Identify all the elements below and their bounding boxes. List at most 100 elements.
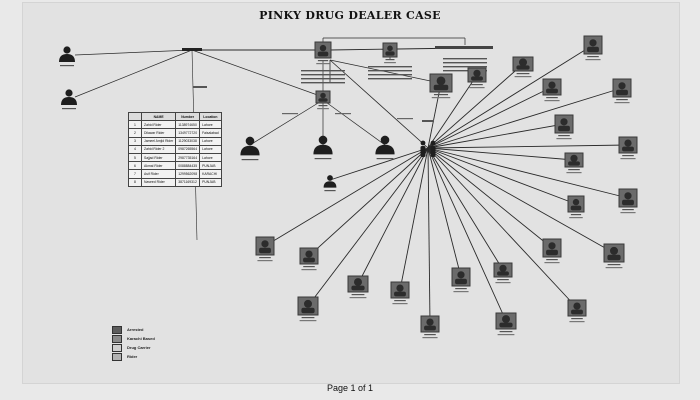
caption-mark bbox=[394, 300, 406, 302]
photo-head bbox=[426, 318, 434, 326]
connector-line bbox=[329, 147, 429, 181]
person-silhouette-icon bbox=[323, 181, 337, 188]
caption-mark bbox=[616, 99, 628, 101]
caption-mark bbox=[569, 217, 583, 219]
photo-body bbox=[499, 322, 513, 328]
table-cell: Zahid Rider 2 bbox=[140, 144, 177, 154]
caption-mark bbox=[443, 66, 487, 68]
person-silhouette-icon bbox=[63, 46, 71, 54]
caption-mark bbox=[620, 212, 636, 214]
connector-line bbox=[249, 99, 324, 146]
photo-head bbox=[570, 154, 578, 162]
caption-mark bbox=[431, 97, 451, 99]
caption-mark bbox=[622, 155, 634, 157]
table-cell: Lahore bbox=[199, 152, 222, 163]
photo-head bbox=[387, 45, 393, 52]
caption-mark bbox=[259, 257, 271, 259]
caption-mark bbox=[569, 321, 585, 323]
caption-mark bbox=[257, 260, 273, 262]
photo-head bbox=[457, 271, 465, 279]
caption-mark bbox=[514, 76, 532, 78]
table-cell: Faisalabad bbox=[199, 128, 222, 138]
connector-line bbox=[427, 87, 623, 149]
caption-mark bbox=[368, 74, 412, 76]
photo-head bbox=[589, 39, 597, 47]
table-cell: KARACHI bbox=[199, 169, 222, 179]
connector-bar bbox=[182, 48, 202, 51]
caption-mark bbox=[335, 113, 351, 115]
connector-line bbox=[191, 49, 324, 98]
caption-mark bbox=[376, 158, 394, 160]
caption-mark bbox=[317, 108, 329, 110]
legend-item: Drug Carrier bbox=[112, 343, 155, 352]
caption-mark bbox=[368, 70, 412, 72]
photo-body bbox=[318, 98, 328, 102]
photo-body bbox=[301, 307, 315, 314]
caption-mark bbox=[453, 291, 469, 293]
photo-head bbox=[473, 69, 481, 77]
photo-body bbox=[455, 278, 467, 285]
caption-mark bbox=[614, 102, 630, 104]
person-silhouette-icon bbox=[327, 175, 333, 181]
caption-mark bbox=[443, 62, 487, 64]
caption-mark bbox=[384, 62, 396, 64]
caption-mark bbox=[607, 264, 621, 266]
caption-mark bbox=[62, 108, 76, 110]
table-cell: PUNJAB bbox=[199, 177, 222, 187]
caption-mark bbox=[433, 94, 449, 96]
table-header bbox=[128, 111, 142, 122]
photo-head bbox=[354, 278, 362, 287]
table-cell: 1349772720 bbox=[175, 128, 201, 138]
table-cell: Jameel Amjid Rider bbox=[140, 136, 177, 146]
caption-mark bbox=[469, 87, 485, 89]
legend-label: Rider bbox=[127, 354, 138, 359]
connector-line bbox=[427, 147, 578, 309]
caption-mark bbox=[392, 303, 408, 305]
photo-body bbox=[303, 257, 315, 263]
photo-body bbox=[259, 247, 271, 254]
caption-mark bbox=[570, 214, 582, 216]
hub-figures-icon bbox=[420, 146, 426, 157]
table-cell: 1299562098 bbox=[175, 169, 201, 179]
photo-body bbox=[317, 51, 329, 57]
connector-bar bbox=[435, 46, 493, 49]
caption-mark bbox=[241, 159, 259, 161]
caption-mark bbox=[558, 135, 570, 137]
connector-line bbox=[427, 147, 507, 322]
legend-item: Arrested bbox=[112, 325, 155, 334]
photo-body bbox=[546, 249, 558, 256]
photo-head bbox=[502, 315, 510, 324]
photo-head bbox=[548, 81, 556, 89]
connector-line bbox=[427, 82, 442, 149]
connector-line bbox=[399, 147, 429, 291]
table-header-row: NAME Number Location bbox=[128, 111, 222, 122]
caption-mark bbox=[368, 66, 412, 68]
legend-swatch bbox=[112, 352, 122, 361]
photo-body bbox=[394, 291, 406, 297]
connector-line bbox=[74, 49, 193, 56]
legend-label: Arrested bbox=[127, 327, 144, 332]
connector-line bbox=[427, 144, 629, 149]
photo-body bbox=[546, 88, 558, 94]
caption-mark bbox=[495, 282, 511, 284]
legend-item: Karachi Based bbox=[112, 334, 155, 343]
photo-body bbox=[351, 285, 365, 291]
photo-body bbox=[497, 271, 509, 276]
photo-head bbox=[548, 242, 556, 250]
photo-head bbox=[499, 264, 507, 272]
caption-mark bbox=[544, 100, 560, 102]
caption-mark bbox=[314, 158, 332, 160]
caption-mark bbox=[282, 113, 298, 115]
photo-body bbox=[570, 205, 582, 211]
table-cell: 7 bbox=[128, 169, 142, 179]
connector-line bbox=[427, 147, 553, 249]
caption-mark bbox=[546, 259, 558, 261]
person-silhouette-icon bbox=[318, 135, 328, 145]
person-silhouette-icon bbox=[65, 89, 73, 97]
